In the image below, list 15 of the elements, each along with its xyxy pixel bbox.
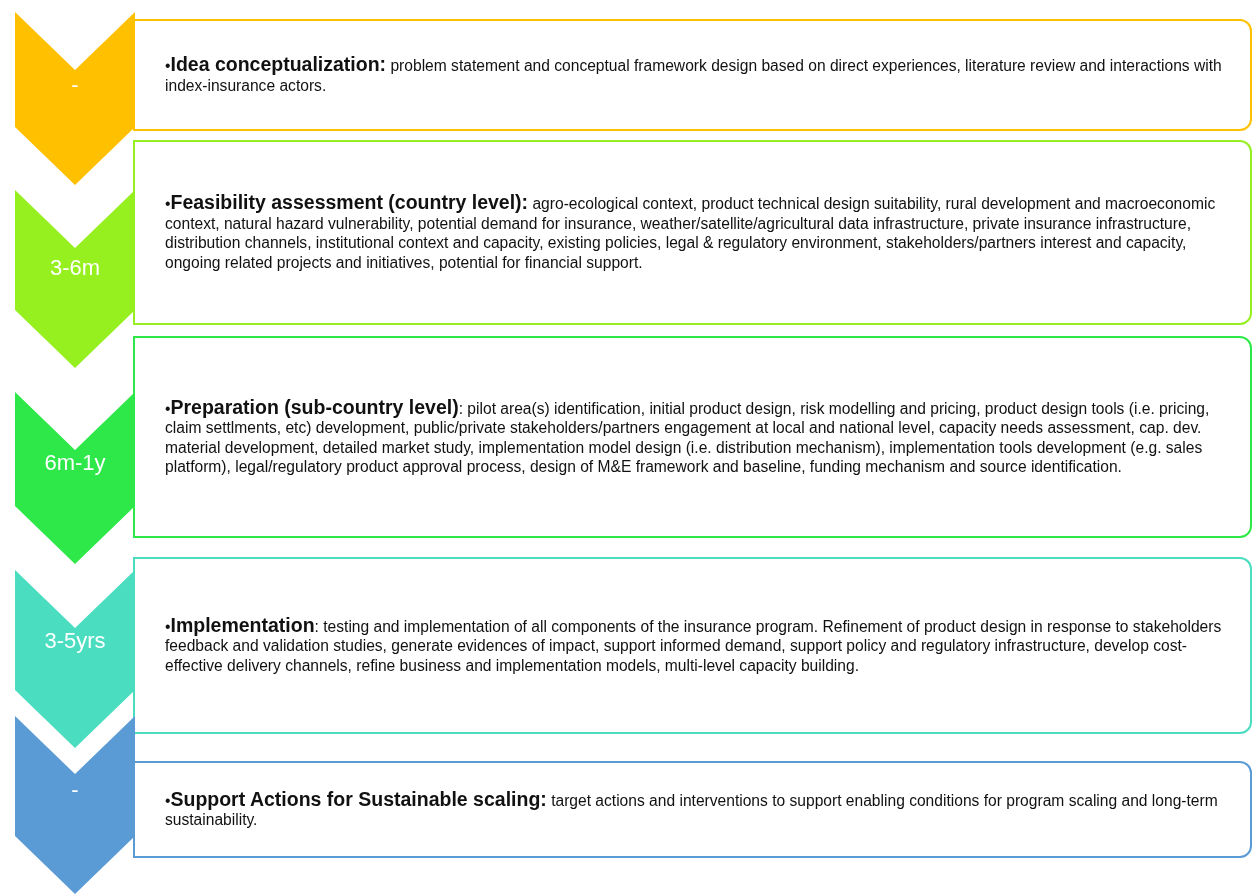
step-box: [133, 336, 1252, 538]
duration-label: 3-5yrs: [43, 628, 107, 654]
step-box: [133, 19, 1252, 131]
step-description: •Idea conceptualization: problem statement and conceptual framework design based on direct experiences, literature review and interactions with index-insurance actors.: [165, 55, 1223, 95]
step-description: •Implementation: testing and implementation of all components of the insurance program. Refinement of product design in response to stakeholders feedback and validation studies, generate evidences of impact, support informed demand, support policy and regulatory infrastructure, develop cost-effective delivery channels, refine business and implementation models, multi-level capacity building.: [165, 615, 1223, 676]
step-box: [133, 140, 1252, 325]
step-box: [133, 557, 1252, 734]
duration-label: -: [70, 777, 80, 803]
step-description: •Support Actions for Sustainable scaling: target actions and interventions to support enabling conditions for program scaling and long-term sustainability.: [165, 789, 1219, 830]
duration-label: -: [70, 72, 80, 98]
step-description: •Preparation (sub-country level): pilot area(s) identification, initial product design, risk modelling and pricing, product design tools (i.e. pricing, claim settlments, etc) development, public/private stakeholders/partners engagement at local and national level, capacity needs assessment, cap. dev. material development, detailed market study, implementation model design (i.e. distribution mechanism), implementation tools development (e.g. sales platform), legal/regulatory product approval process, design of M&E framework and baseline, funding mechanism and source identification.: [165, 397, 1211, 477]
step-box: [133, 761, 1252, 858]
duration-label: 3-6m: [48, 255, 102, 281]
step-description: •Feasibility assessment (country level): agro-ecological context, product technical design suitability, rural development and macroeconomic context, natural hazard vulnerability, potential demand for insurance, weather/satellite/agricultural data infrastructure, private insurance infrastructure, distribution channels, institutional context and capacity, existing policies, legal & regulatory environment, stakeholders/partners interest and capacity, ongoing related projects and initiatives, potential for financial support.: [165, 193, 1217, 272]
duration-label: 6m-1y: [43, 450, 107, 476]
